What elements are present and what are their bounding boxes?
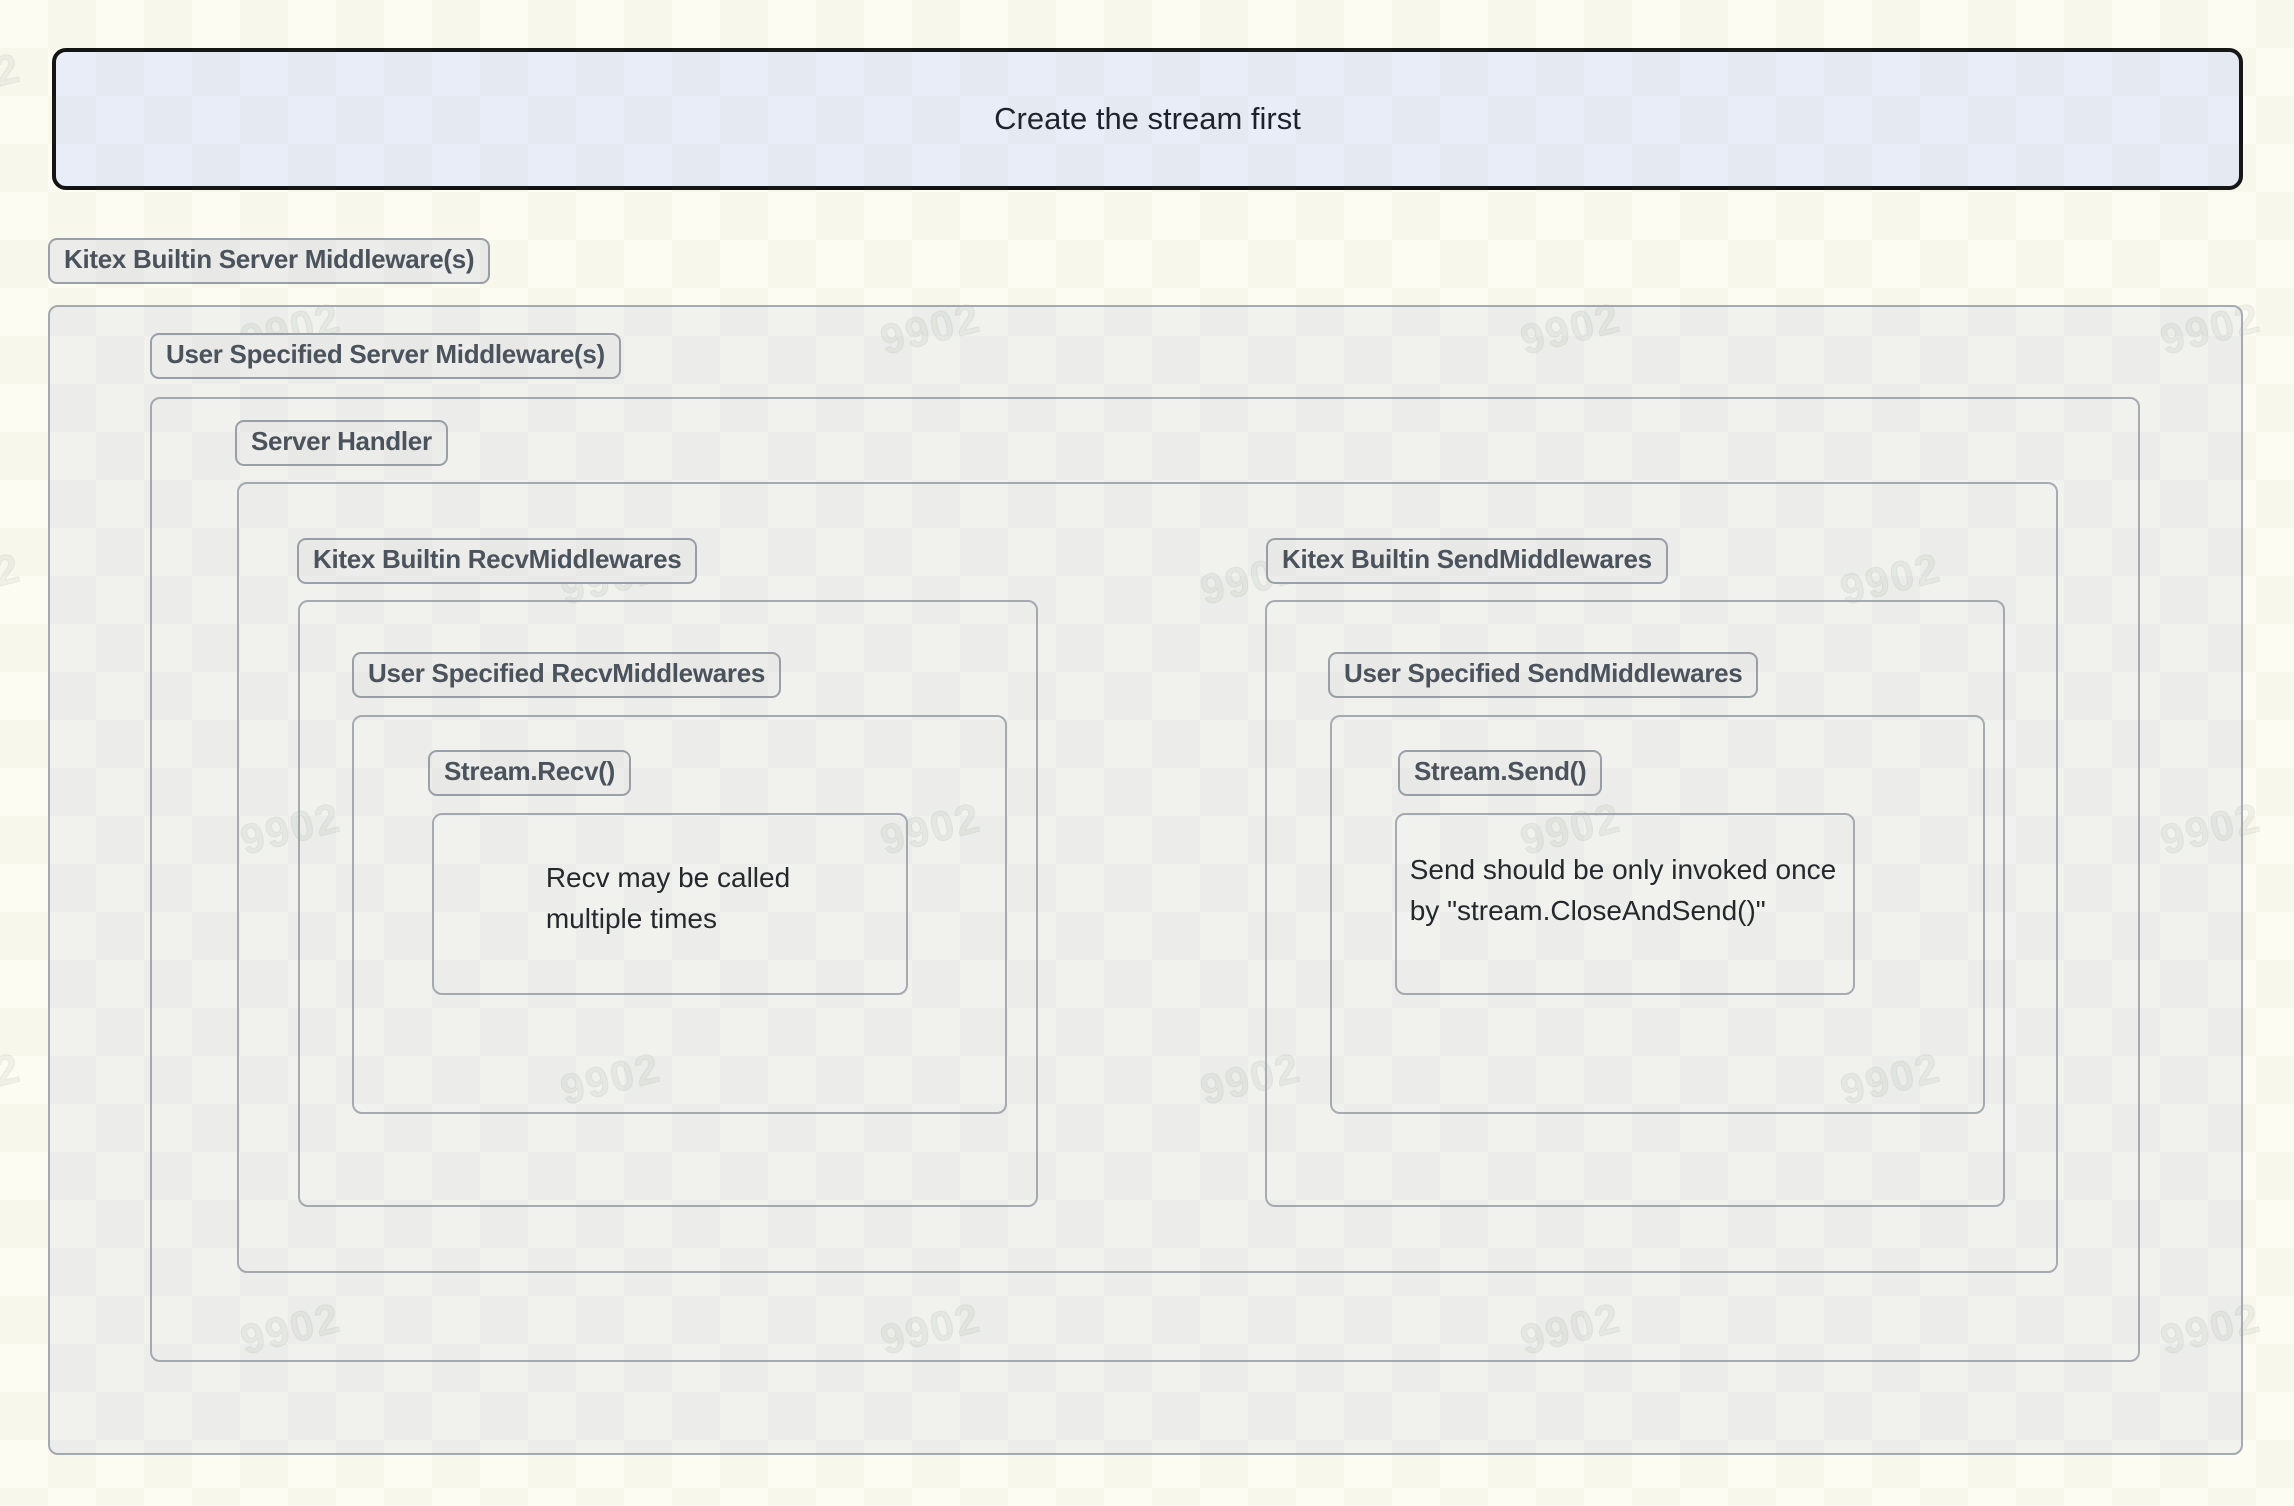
user-specified-recv-middlewares-box xyxy=(352,715,1007,1114)
user-specified-send-middlewares-box xyxy=(1330,715,1985,1114)
server-handler-badge: Server Handler xyxy=(235,420,448,466)
server-handler-box xyxy=(237,482,2058,1273)
kitex-builtin-recv-middlewares-badge: Kitex Builtin RecvMiddlewares xyxy=(297,538,698,584)
stream-recv-box xyxy=(432,813,908,995)
watermark-text: 9902 xyxy=(0,1043,26,1114)
kitex-builtin-send-middlewares-box xyxy=(1265,600,2005,1207)
recv-note: Recv may be called multiple times xyxy=(432,858,904,939)
user-specified-send-middlewares-badge: User Specified SendMiddlewares xyxy=(1328,652,1759,698)
kitex-builtin-recv-middlewares-box xyxy=(298,600,1038,1207)
kitex-builtin-server-middleware-badge: Kitex Builtin Server Middleware(s) xyxy=(48,238,491,284)
watermark-text: 9902 xyxy=(0,43,26,114)
send-note: Send should be only invoked once by "str… xyxy=(1395,850,1851,931)
user-specified-server-middleware-badge: User Specified Server Middleware(s) xyxy=(150,333,621,379)
watermark-text: 9902 xyxy=(0,543,26,614)
kitex-builtin-send-middlewares-badge: Kitex Builtin SendMiddlewares xyxy=(1266,538,1668,584)
create-stream-banner-label: Create the stream first xyxy=(994,101,1301,136)
send-note-line1: Send should be only invoked once xyxy=(1409,854,1837,885)
recv-note-line2: multiple times xyxy=(545,902,717,934)
user-specified-recv-middlewares-badge: User Specified RecvMiddlewares xyxy=(352,652,782,698)
send-note-line2: by "stream.CloseAndSend()" xyxy=(1409,894,1766,926)
user-specified-server-middleware-box xyxy=(150,397,2140,1362)
stream-send-box xyxy=(1395,813,1855,995)
recv-note-line1: Recv may be called xyxy=(545,862,791,893)
diagram-background xyxy=(48,305,2243,1455)
kitex-builtin-server-middleware-box xyxy=(48,305,2243,1455)
create-stream-banner: Create the stream first xyxy=(52,48,2243,190)
stream-recv-badge: Stream.Recv() xyxy=(428,750,631,796)
stream-send-badge: Stream.Send() xyxy=(1398,750,1603,796)
